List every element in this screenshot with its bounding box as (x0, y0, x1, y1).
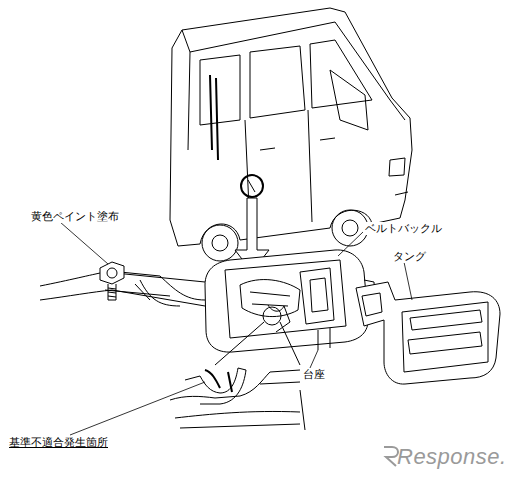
part-label: タング (392, 250, 427, 263)
anchor-strap (40, 262, 205, 306)
watermark: Response. (396, 444, 508, 470)
leader-lines (60, 222, 412, 435)
watermark-logo (384, 447, 398, 466)
belt-buckle (205, 250, 376, 352)
part-label: ベルトバックル (364, 222, 443, 235)
tongue-plate (356, 282, 500, 384)
part-label: 黄色ペイント塗布 (30, 210, 120, 223)
nonconformity-label: 基準不適合発生箇所 (8, 436, 109, 449)
detail-inset (170, 307, 305, 430)
part-label: 台座 (302, 368, 326, 381)
